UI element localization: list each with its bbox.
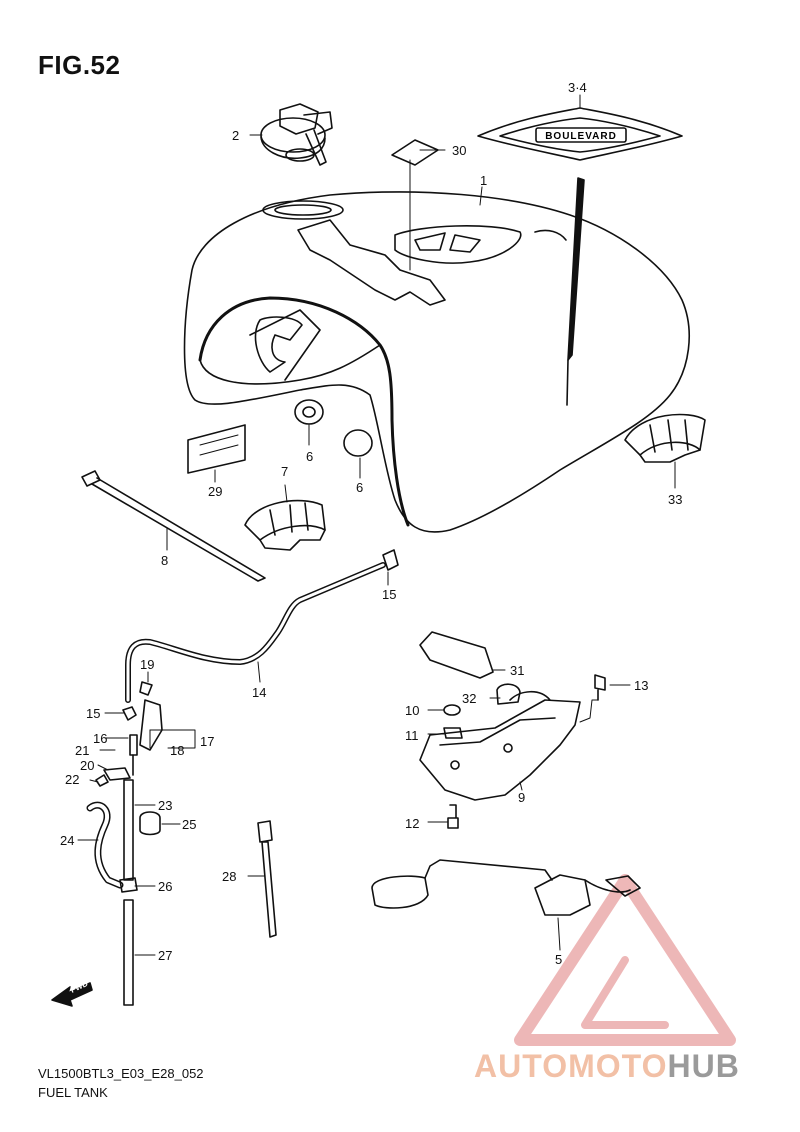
forward-arrow	[51, 982, 93, 1007]
grommet-lower	[343, 429, 373, 457]
callout-6b: 6	[356, 480, 363, 495]
callout-26: 26	[158, 879, 172, 894]
watermark-text-part-1: AUTOMOTO	[474, 1048, 668, 1084]
breather-hose	[125, 549, 399, 703]
watermark-text-part-2: HUB	[667, 1048, 740, 1084]
cushion-32	[496, 683, 521, 705]
fuel-tank	[183, 177, 690, 533]
callout-27: 27	[158, 948, 172, 963]
mounting-bracket	[419, 690, 581, 801]
cushion-front	[244, 499, 326, 551]
section-name: FUEL TANK	[38, 1085, 108, 1100]
grommet-11	[443, 727, 463, 739]
callout-19: 19	[140, 657, 154, 672]
emblem-text: BOULEVARD	[545, 131, 617, 142]
nut-10	[443, 704, 461, 716]
watermark-text: AUTOMOTOHUB	[474, 1048, 740, 1085]
callout-7: 7	[281, 464, 288, 479]
bolt-12	[447, 804, 459, 829]
watermark-logo	[514, 874, 736, 1046]
callout-18: 18	[170, 743, 184, 758]
callout-15a: 15	[382, 587, 396, 602]
callout-21: 21	[75, 743, 89, 758]
callout-31: 31	[510, 663, 524, 678]
callout-28: 28	[222, 869, 236, 884]
callout-33: 33	[668, 492, 682, 507]
callout-32: 32	[462, 691, 476, 706]
band-28	[257, 820, 277, 938]
callout-22: 22	[65, 772, 79, 787]
callout-labels: 1 2 3·4 5 6 6 7 8 9 10 11 12 13 14 15 15…	[60, 80, 682, 967]
callout-11: 11	[405, 728, 419, 743]
bolt-13	[594, 674, 606, 701]
callout-5: 5	[555, 952, 562, 967]
callout-29: 29	[208, 484, 222, 499]
cushion-rear	[624, 413, 706, 463]
cushion-31	[419, 631, 494, 679]
callout-12: 12	[405, 816, 419, 831]
tube-23	[123, 779, 134, 881]
callout-24-hose: 24	[60, 833, 74, 848]
tube-27	[123, 899, 134, 1006]
fuel-level-gauge	[371, 859, 641, 916]
callout-24: 25	[182, 817, 196, 832]
figure-title: FIG.52	[38, 50, 121, 80]
callout-17: 17	[200, 734, 214, 749]
cable-tie	[81, 470, 266, 582]
callout-30: 30	[452, 143, 466, 158]
callout-6a: 6	[306, 449, 313, 464]
cap-25	[139, 811, 161, 836]
model-code: VL1500BTL3_E03_E28_052	[38, 1066, 204, 1081]
caution-label	[391, 139, 439, 166]
boulevard-emblem	[477, 107, 683, 161]
callout-20: 20	[80, 758, 94, 773]
callout-13: 13	[634, 678, 648, 693]
leader-lines	[77, 94, 676, 956]
joint-26	[119, 877, 138, 893]
callout-2: 2	[232, 128, 239, 143]
callout-14: 14	[252, 685, 266, 700]
callout-1: 1	[480, 173, 487, 188]
fuel-valve	[95, 681, 163, 787]
callout-8: 8	[161, 553, 168, 568]
info-label	[187, 424, 246, 474]
callout-10: 10	[405, 703, 419, 718]
callout-9: 9	[518, 790, 525, 805]
callout-23: 23	[158, 798, 172, 813]
fuel-cap	[260, 103, 333, 166]
grommet-upper	[294, 399, 324, 425]
callout-15b: 15	[86, 706, 100, 721]
callout-3-4: 3·4	[568, 80, 587, 95]
callout-16: 16	[93, 731, 107, 746]
